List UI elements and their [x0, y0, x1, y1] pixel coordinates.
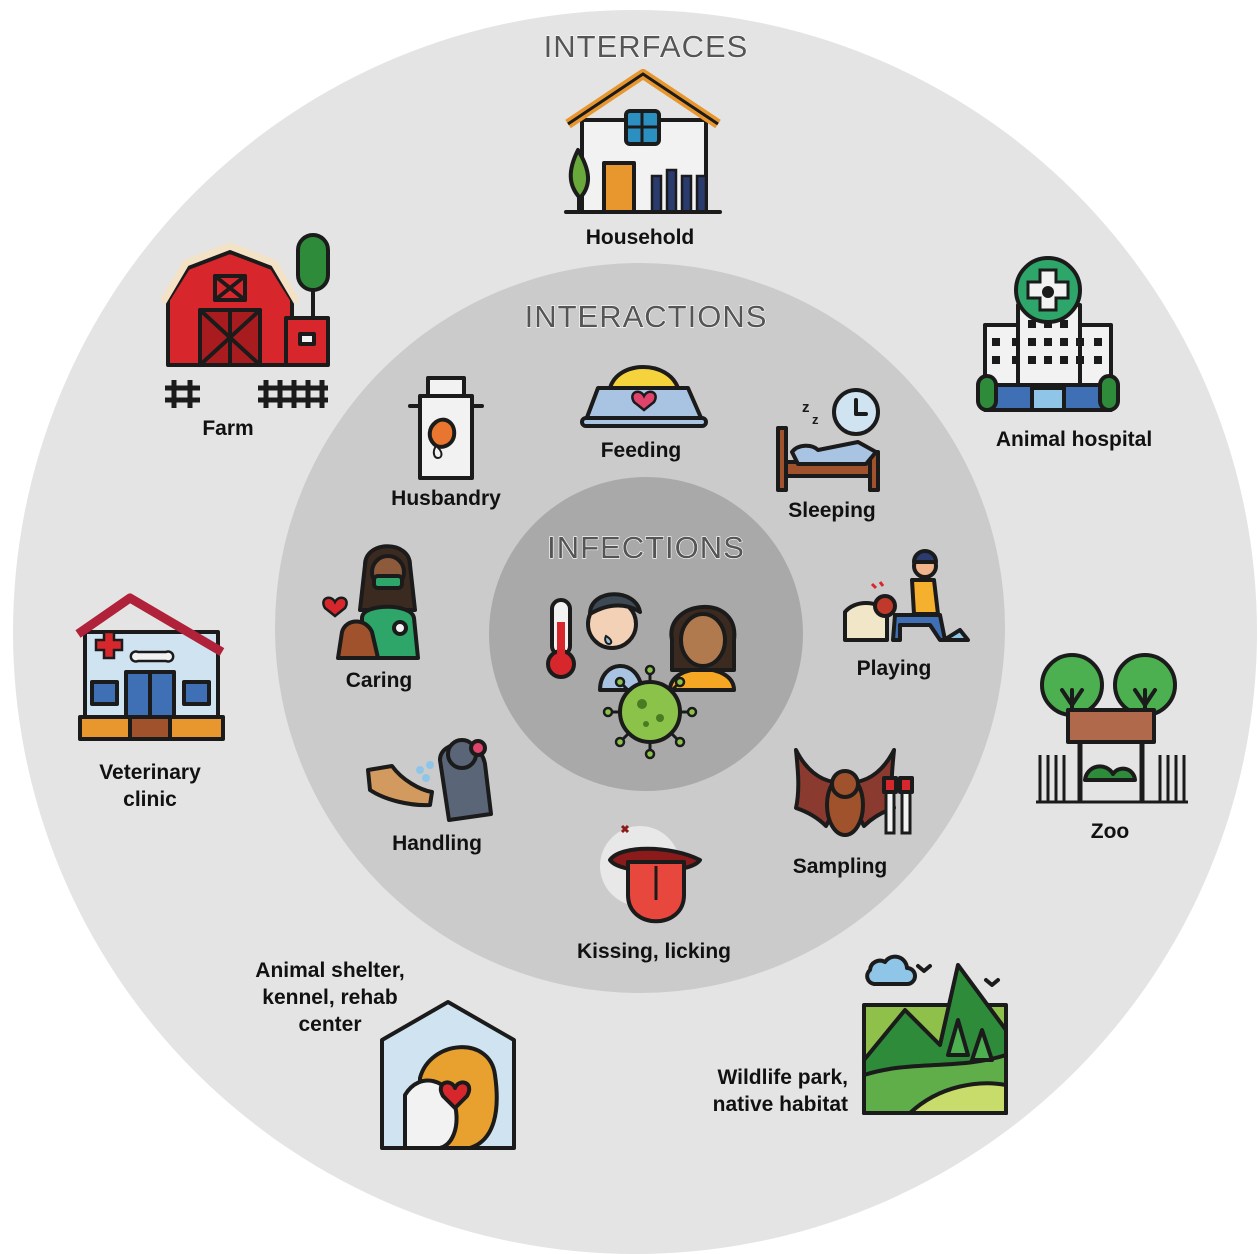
handling-label: Handling	[392, 832, 482, 855]
svg-text:z: z	[802, 399, 810, 416]
interfaces-title: INTERFACES	[544, 29, 749, 64]
vet-with-dog-icon	[322, 544, 420, 660]
household-label: Household	[586, 226, 695, 249]
shelter-label-line2: kennel, rehab	[262, 986, 397, 1009]
svg-text:z: z	[812, 412, 819, 427]
shelter-label-line3: center	[298, 1013, 361, 1036]
infections-ring	[489, 477, 803, 791]
shelter-icon	[380, 1000, 516, 1150]
mountains-icon	[862, 954, 1008, 1115]
zoo-icon	[1036, 653, 1188, 804]
wildlife-label-line2: native habitat	[713, 1093, 848, 1116]
animal-hospital-label: Animal hospital	[996, 428, 1152, 451]
vet-clinic-label-line1: Veterinary	[99, 761, 201, 784]
husbandry-label: Husbandry	[391, 487, 501, 510]
hospital-icon	[976, 256, 1120, 412]
playing-label: Playing	[857, 657, 932, 680]
virus-icon	[602, 664, 698, 760]
feeding-label: Feeding	[601, 439, 682, 462]
food-bowl-icon	[580, 365, 708, 428]
person-playing-dog-icon	[843, 549, 970, 642]
vet-clinic-icon	[75, 593, 225, 741]
vet-clinic-label-line2: clinic	[123, 788, 177, 811]
tongue-icon	[600, 824, 702, 924]
milk-can-icon	[408, 376, 484, 480]
house-icon	[564, 69, 722, 214]
sick-people-virus-icon	[546, 592, 737, 760]
kissing-label: Kissing, licking	[577, 940, 731, 963]
sampling-label: Sampling	[793, 855, 888, 878]
zoo-label: Zoo	[1091, 820, 1129, 843]
barn-icon	[159, 233, 330, 408]
infections-title: INFECTIONS	[547, 530, 745, 565]
caring-label: Caring	[346, 669, 413, 692]
sleeping-label: Sleeping	[788, 499, 876, 522]
interactions-title: INTERACTIONS	[525, 299, 768, 334]
shelter-label-line1: Animal shelter,	[255, 959, 404, 982]
farm-label: Farm	[202, 417, 253, 440]
wildlife-label-line1: Wildlife park,	[717, 1066, 848, 1089]
bed-icon: z z	[776, 388, 880, 492]
hand-feeding-rat-icon	[366, 738, 493, 822]
bat-swab-icon	[794, 748, 914, 837]
